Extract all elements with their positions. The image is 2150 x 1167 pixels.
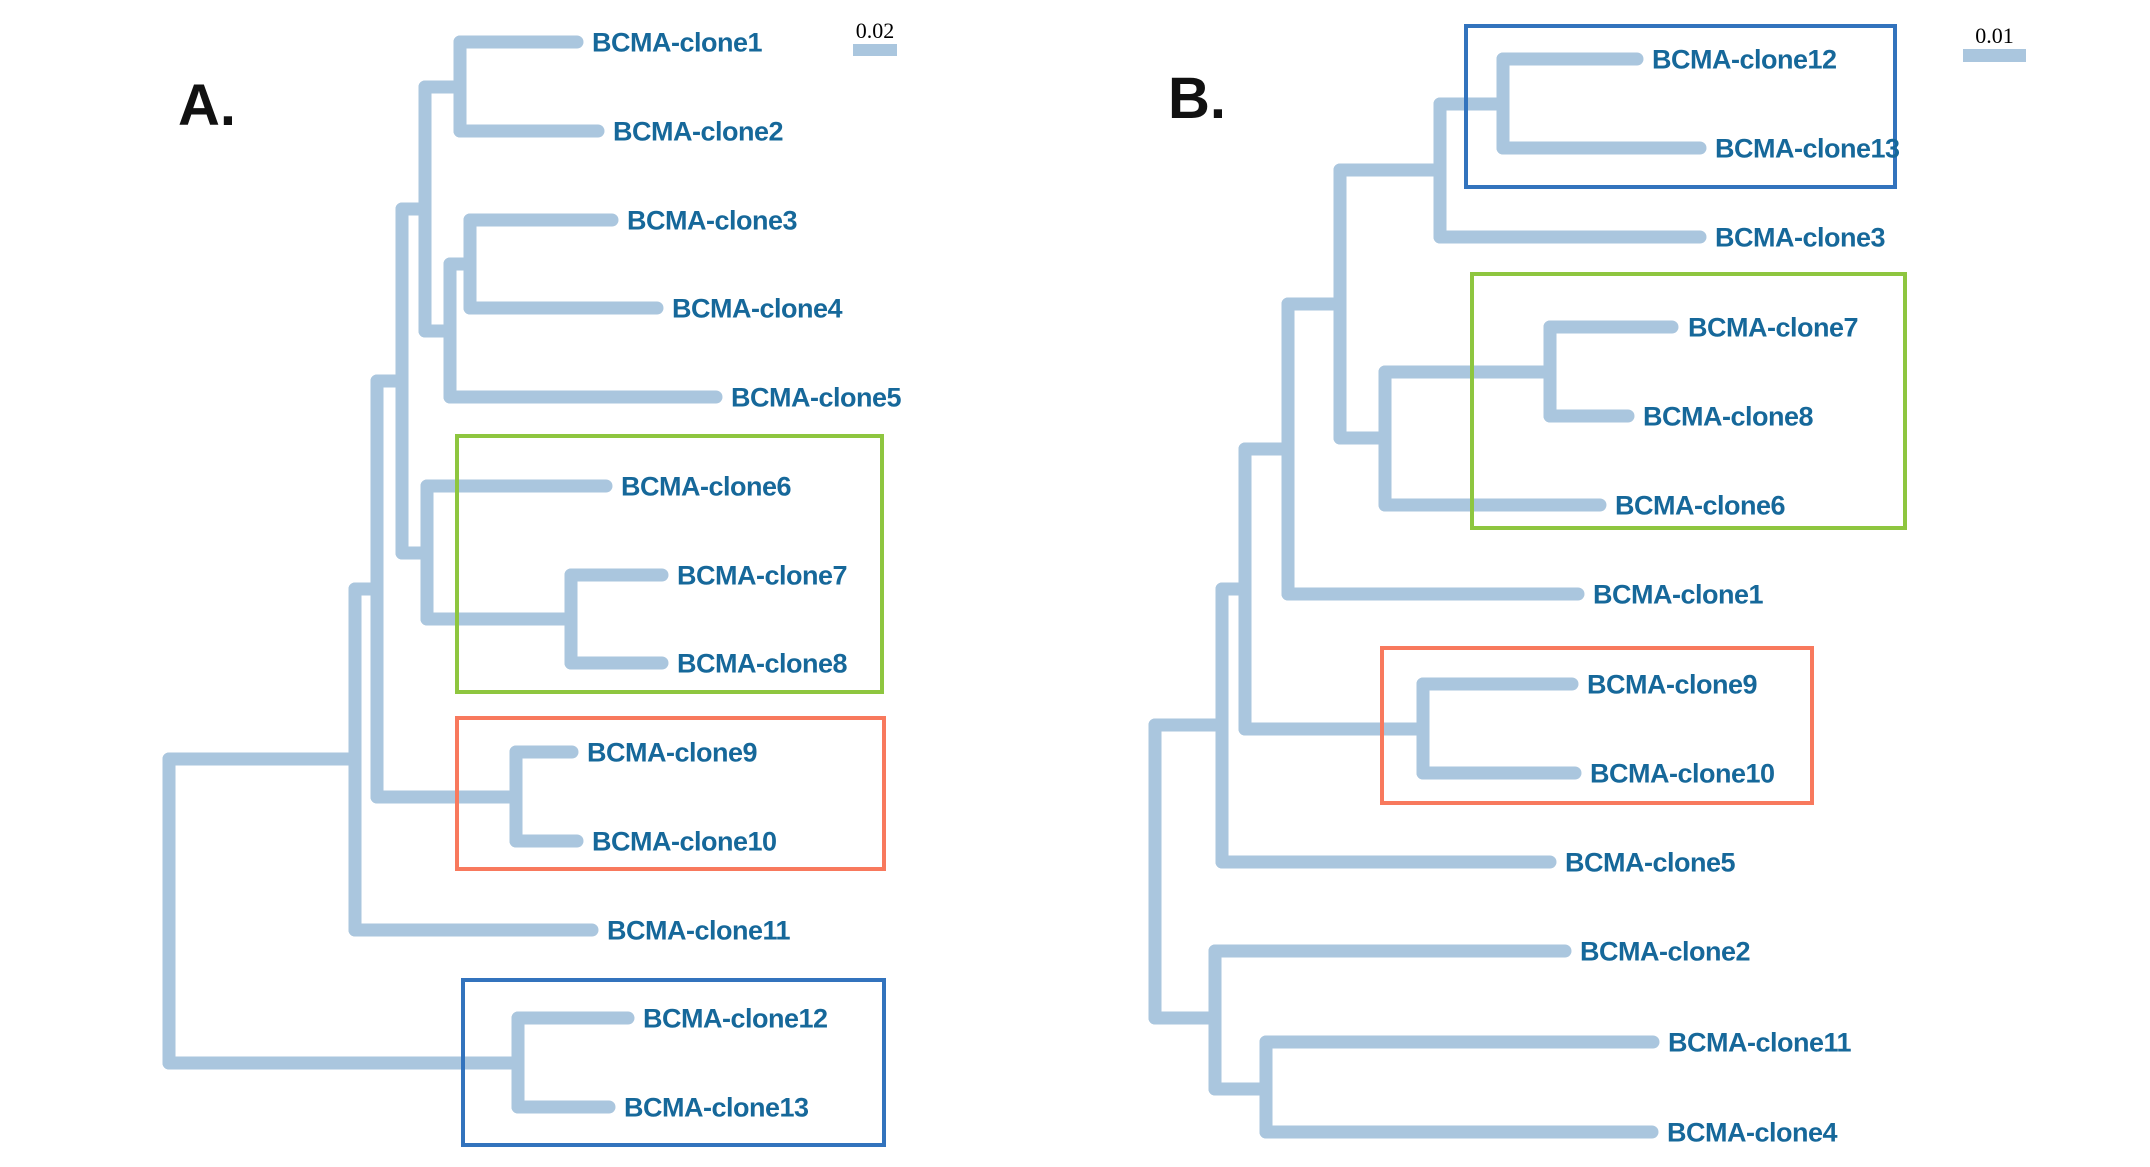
tip-label-bcma-clone5-a: BCMA-clone5 [731, 382, 901, 412]
tip-label-bcma-clone6-b: BCMA-clone6 [1615, 490, 1785, 520]
tip-label-bcma-clone1-a: BCMA-clone1 [592, 27, 762, 57]
tree-panel-B: BCMA-clone12BCMA-clone13BCMA-clone3BCMA-… [1148, 23, 2026, 1147]
tip-label-bcma-clone2-b: BCMA-clone2 [1580, 936, 1750, 966]
scale-bar-a [853, 44, 897, 56]
red-clade-box-a [455, 716, 886, 871]
tree-panel-A: BCMA-clone1BCMA-clone2BCMA-clone3BCMA-cl… [162, 18, 902, 1147]
tip-label-bcma-clone10-b: BCMA-clone10 [1590, 758, 1775, 788]
red-clade-box-b [1380, 646, 1814, 805]
green-clade-box-a [455, 434, 884, 694]
tip-label-bcma-clone6-a: BCMA-clone6 [621, 471, 791, 501]
scale-bar-value-b: 0.01 [1975, 23, 2014, 48]
green-clade-box-b [1470, 272, 1907, 530]
tip-label-bcma-clone4-b: BCMA-clone4 [1667, 1117, 1837, 1147]
panel-label-a: A. [178, 73, 236, 138]
tip-label-bcma-clone2-a: BCMA-clone2 [613, 116, 783, 146]
tip-label-bcma-clone3-a: BCMA-clone3 [627, 205, 797, 235]
scale-bar-b [1963, 49, 2026, 62]
tip-label-bcma-clone7-b: BCMA-clone7 [1688, 312, 1858, 342]
tip-label-bcma-clone9-b: BCMA-clone9 [1587, 669, 1757, 699]
tip-label-bcma-clone13-a: BCMA-clone13 [624, 1092, 809, 1122]
tip-label-bcma-clone5-b: BCMA-clone5 [1565, 847, 1735, 877]
blue-clade-box-b [1464, 24, 1897, 189]
tip-label-bcma-clone8-b: BCMA-clone8 [1643, 401, 1813, 431]
tip-label-bcma-clone13-b: BCMA-clone13 [1715, 133, 1900, 163]
panel-label-b: B. [1168, 66, 1226, 131]
tip-label-bcma-clone12-a: BCMA-clone12 [643, 1003, 828, 1033]
blue-clade-box-a [461, 978, 886, 1147]
tip-label-bcma-clone12-b: BCMA-clone12 [1652, 44, 1837, 74]
scale-bar-value-a: 0.02 [856, 18, 895, 43]
tip-label-bcma-clone4-a: BCMA-clone4 [672, 293, 842, 323]
tip-label-bcma-clone8-a: BCMA-clone8 [677, 648, 847, 678]
tip-label-bcma-clone7-a: BCMA-clone7 [677, 560, 847, 590]
tip-label-bcma-clone10-a: BCMA-clone10 [592, 826, 777, 856]
tip-label-bcma-clone11-a: BCMA-clone11 [607, 915, 791, 945]
tip-label-bcma-clone1-b: BCMA-clone1 [1593, 579, 1763, 609]
tip-label-bcma-clone9-a: BCMA-clone9 [587, 737, 757, 767]
tip-label-bcma-clone11-b: BCMA-clone11 [1668, 1027, 1852, 1057]
tip-label-bcma-clone3-b: BCMA-clone3 [1715, 222, 1885, 252]
